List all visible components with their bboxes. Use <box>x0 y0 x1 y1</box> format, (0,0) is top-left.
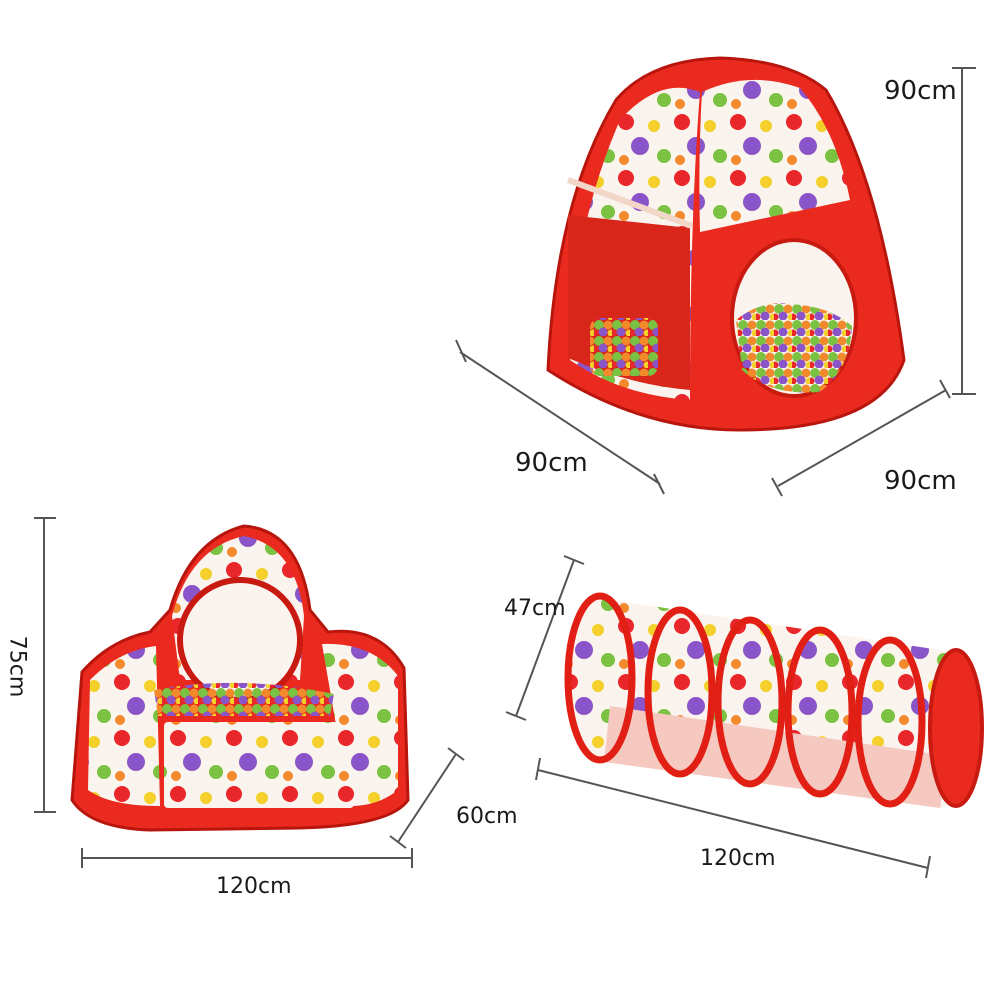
tent-dimension-lines <box>455 67 976 497</box>
ball-pit-left-panel <box>88 646 160 806</box>
tunnel-end-opening <box>928 648 984 808</box>
ball-pit-front-panel <box>164 722 354 808</box>
pit-depth-label: 60cm <box>456 804 518 829</box>
tent-door-balls <box>590 318 658 376</box>
tent <box>546 56 906 432</box>
tent-depth-label: 90cm <box>515 448 588 478</box>
ball-pit <box>70 524 410 832</box>
tunnel-height-label: 47cm <box>504 596 566 621</box>
pit-width-label: 120cm <box>216 874 292 899</box>
tunnel-length-label: 120cm <box>700 846 776 871</box>
ball-pit-hoop <box>177 577 303 703</box>
tent-pole <box>566 177 694 229</box>
pit-height-label: 75cm <box>4 635 30 698</box>
tent-width-label: 90cm <box>884 466 957 496</box>
tent-window-balls <box>736 303 852 393</box>
tent-height-label: 90cm <box>884 76 957 106</box>
ball-pit-dimension-lines <box>34 517 465 868</box>
ball-pit-balls <box>154 682 334 716</box>
tunnel <box>564 592 984 808</box>
tent-top-panel <box>699 79 850 233</box>
tunnel-dimension-lines <box>505 555 931 879</box>
ball-pit-right-panel <box>322 643 398 806</box>
tunnel-rings <box>564 592 926 808</box>
